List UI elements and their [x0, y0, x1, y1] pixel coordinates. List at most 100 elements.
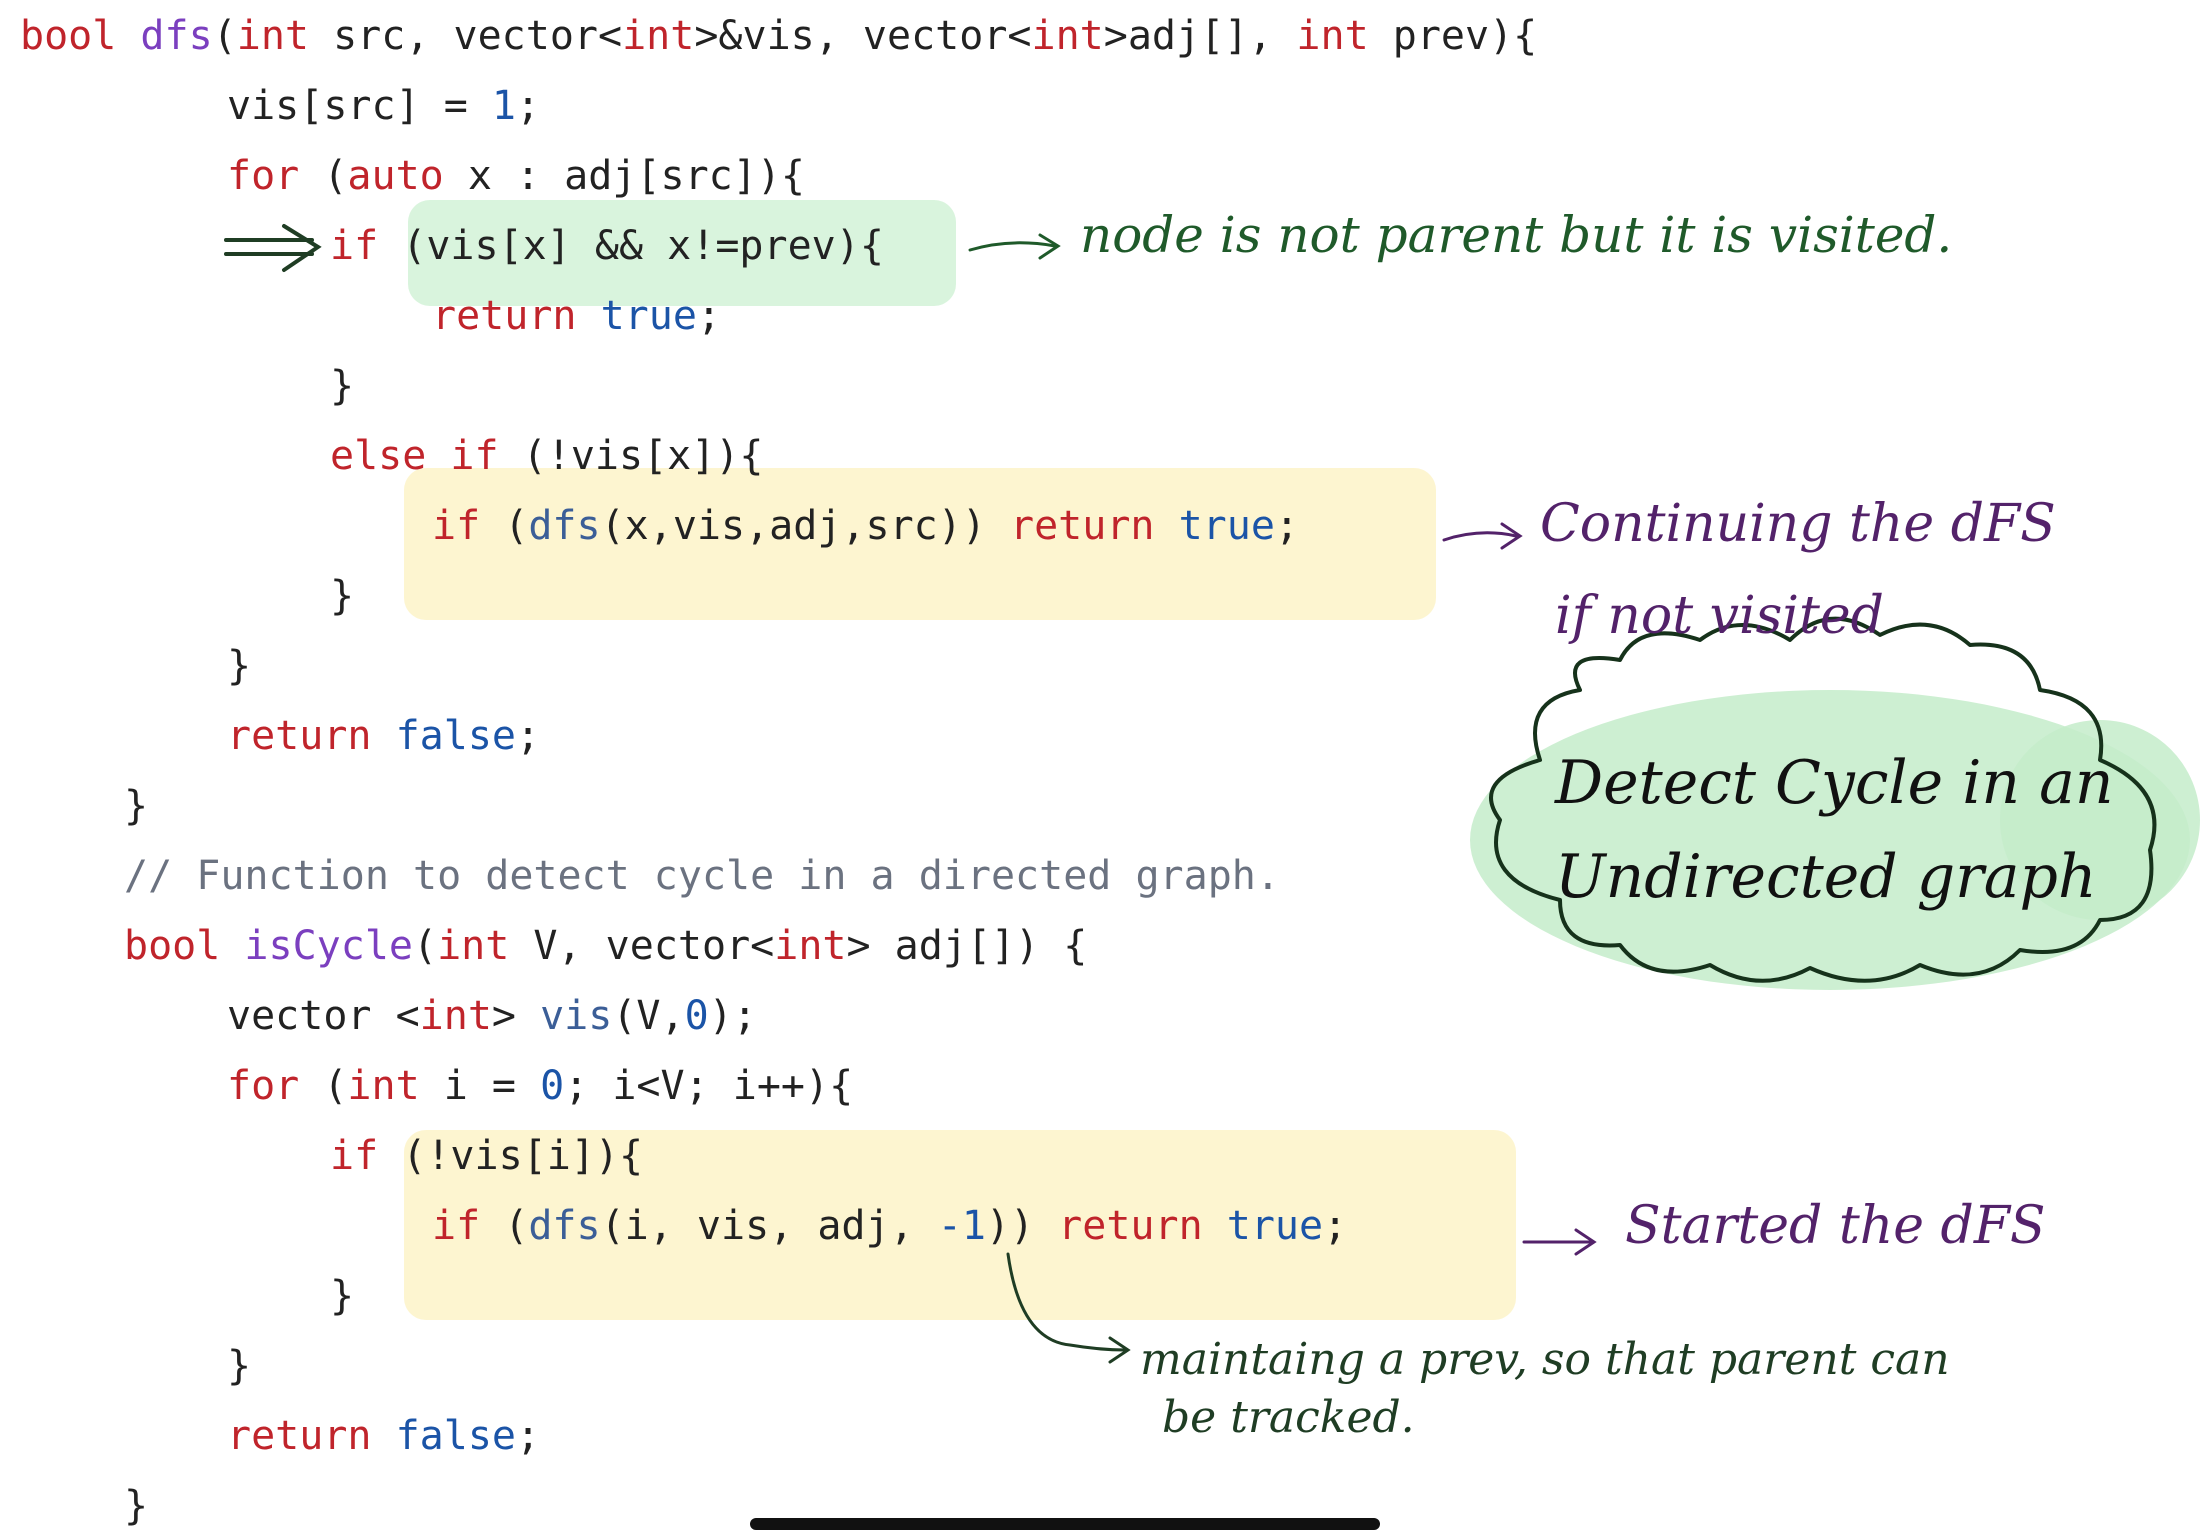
code-line-3: for (auto x : adj[src]){ — [227, 146, 805, 206]
code-text: ; — [516, 1413, 541, 1459]
curved-arrow-icon — [1006, 1252, 1131, 1364]
code-line-18: if (dfs(i, vis, adj, -1)) return true; — [432, 1196, 1347, 1256]
code-text: prev){ — [1368, 13, 1538, 59]
number-literal: 1 — [491, 83, 516, 129]
bool-literal: true — [1226, 1203, 1324, 1249]
keyword: for — [227, 153, 300, 199]
keyword: int — [622, 13, 695, 59]
code-text: ( — [413, 923, 438, 969]
code-text: >&vis, vector< — [694, 13, 1032, 59]
function-call: dfs — [528, 503, 601, 549]
double-arrow-icon — [224, 224, 322, 272]
keyword: for — [227, 1063, 300, 1109]
code-line-11: return false; — [227, 706, 540, 766]
arrow-right-icon — [968, 233, 1061, 260]
highlight-start-dfs — [404, 1130, 1516, 1320]
code-comment: // Function to detect cycle in a directe… — [124, 853, 1280, 899]
keyword: if — [330, 1133, 379, 1179]
code-text: ; — [1274, 503, 1300, 549]
code-line-17: if (!vis[i]){ — [330, 1126, 643, 1186]
code-text: } — [330, 573, 355, 619]
code-line-4: if (vis[x] && x!=prev){ — [330, 216, 884, 276]
annotation-continue-line2: if not visited — [1555, 586, 1884, 646]
code-text: (V, — [612, 993, 685, 1039]
code-line-15: vector <int> vis(V,0); — [227, 986, 757, 1046]
code-line-1: bool dfs(int src, vector<int>&vis, vecto… — [20, 6, 1537, 66]
keyword: int — [1296, 13, 1369, 59]
keyword: int — [347, 1063, 420, 1109]
highlight-continue-dfs — [404, 468, 1436, 620]
keyword: int — [437, 923, 510, 969]
code-line-2: vis[src] = 1; — [227, 76, 540, 136]
keyword: bool — [20, 13, 117, 59]
keyword: int — [1031, 13, 1104, 59]
keyword: if — [330, 223, 379, 269]
cloud-title-line2: Undirected graph — [1555, 842, 2097, 912]
number-literal: 0 — [540, 1063, 565, 1109]
bool-literal: true — [600, 293, 697, 339]
code-text: (vis[x] && x!=prev){ — [378, 223, 884, 269]
code-text: } — [330, 363, 355, 409]
code-line-19: } — [330, 1266, 354, 1326]
code-line-13: // Function to detect cycle in a directe… — [124, 846, 1280, 906]
code-line-10: } — [227, 636, 251, 696]
code-text: V, vector< — [509, 923, 775, 969]
function-name: dfs — [140, 13, 213, 59]
code-line-21: return false; — [227, 1406, 540, 1466]
code-text: ( — [480, 1203, 529, 1249]
code-text: ( — [299, 1063, 348, 1109]
keyword: if — [450, 433, 499, 479]
code-text: x : adj[src]){ — [443, 153, 805, 199]
code-text: ; — [1323, 1203, 1348, 1249]
function-call: dfs — [528, 1203, 601, 1249]
keyword: if — [432, 503, 481, 549]
bool-literal: false — [395, 1413, 517, 1459]
code-text: ( — [212, 13, 237, 59]
keyword: return — [432, 293, 577, 339]
code-line-8: if (dfs(x,vis,adj,src)) return true; — [432, 496, 1299, 556]
code-text: src, vector< — [309, 13, 623, 59]
code-text: i = — [419, 1063, 541, 1109]
code-text: )) — [985, 1203, 1059, 1249]
code-text: ; i<V; i++){ — [564, 1063, 854, 1109]
bool-literal: false — [395, 713, 517, 759]
code-text: vector < — [227, 993, 420, 1039]
code-text: > adj[]) { — [846, 923, 1088, 969]
code-line-6: } — [330, 356, 354, 416]
code-text: (x,vis,adj,src)) — [600, 503, 1010, 549]
keyword: if — [432, 1203, 481, 1249]
code-text: vis[src] = — [227, 83, 492, 129]
home-indicator-bar[interactable] — [750, 1518, 1380, 1530]
function-call: vis — [540, 993, 613, 1039]
keyword: return — [227, 713, 372, 759]
code-line-12: } — [124, 776, 148, 836]
annotation-visited-note: node is not parent but it is visited. — [1080, 206, 1953, 264]
annotation-prev-line2: be tracked. — [1162, 1392, 1415, 1443]
code-text: ( — [299, 153, 348, 199]
number-literal: 0 — [684, 993, 709, 1039]
bool-literal: true — [1178, 503, 1275, 549]
code-text: >adj[], — [1103, 13, 1297, 59]
keyword: else — [330, 433, 427, 479]
code-line-7: else if (!vis[x]){ — [330, 426, 764, 486]
arrow-right-icon — [1442, 522, 1523, 550]
annotation-continue-line1: Continuing the dFS — [1540, 494, 2056, 554]
code-line-9: } — [330, 566, 354, 626]
keyword: auto — [347, 153, 444, 199]
code-text: ; — [516, 713, 541, 759]
code-line-16: for (int i = 0; i<V; i++){ — [227, 1056, 853, 1116]
code-text: } — [124, 783, 149, 829]
keyword: return — [1058, 1203, 1203, 1249]
code-text: > — [491, 993, 541, 1039]
code-text: ; — [696, 293, 722, 339]
code-line-22: } — [124, 1476, 148, 1536]
highlight-visited-check — [408, 200, 956, 306]
function-name: isCycle — [244, 923, 413, 969]
arrow-right-icon — [1522, 1228, 1597, 1256]
number-literal: -1 — [937, 1203, 986, 1249]
code-text: } — [227, 1343, 252, 1389]
code-text: ); — [708, 993, 757, 1039]
keyword: int — [774, 923, 847, 969]
code-line-20: } — [227, 1336, 251, 1396]
